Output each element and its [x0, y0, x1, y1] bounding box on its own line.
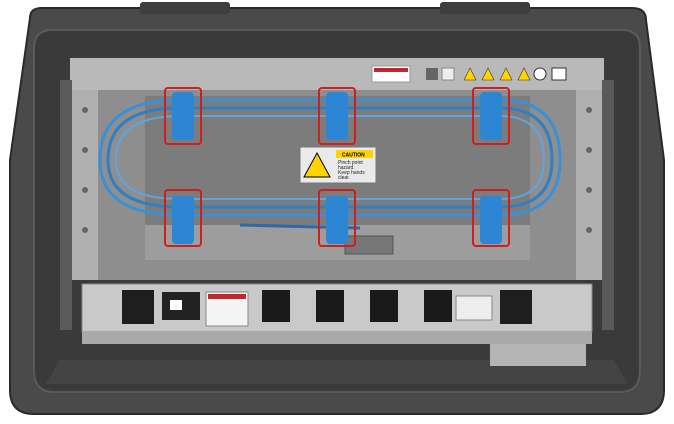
callout-strap-bottom-right — [472, 189, 510, 247]
pdu-lower-strip — [82, 332, 592, 344]
callout-strap-bottom-center — [318, 189, 356, 247]
caution-label: CAUTION Pinch point hazard. Keep hands c… — [299, 146, 377, 184]
warning-icons-strip — [426, 67, 567, 81]
latch-top-right — [440, 2, 530, 14]
right-rail — [576, 90, 602, 280]
power-inlets — [122, 290, 532, 327]
svg-text:Pinch point: Pinch point — [338, 160, 363, 166]
caution-title: CAUTION — [342, 153, 365, 159]
left-side-bracket — [60, 80, 72, 330]
pdu-info-plate — [490, 344, 586, 366]
latch-top-left — [140, 2, 230, 14]
callout-strap-top-right — [472, 87, 510, 145]
rail-screws — [82, 107, 592, 233]
case-floor — [46, 360, 628, 384]
svg-text:hazard.: hazard. — [338, 165, 355, 171]
callout-strap-top-center — [318, 87, 356, 145]
cable-straps — [172, 92, 502, 244]
rack-top-panel — [70, 58, 604, 90]
callout-strap-top-left — [164, 87, 202, 145]
svg-text:Keep hands: Keep hands — [338, 170, 365, 176]
right-side-bracket — [602, 80, 614, 330]
svg-text:clear.: clear. — [338, 175, 350, 181]
callout-strap-bottom-left — [164, 189, 202, 247]
left-rail — [72, 90, 98, 280]
